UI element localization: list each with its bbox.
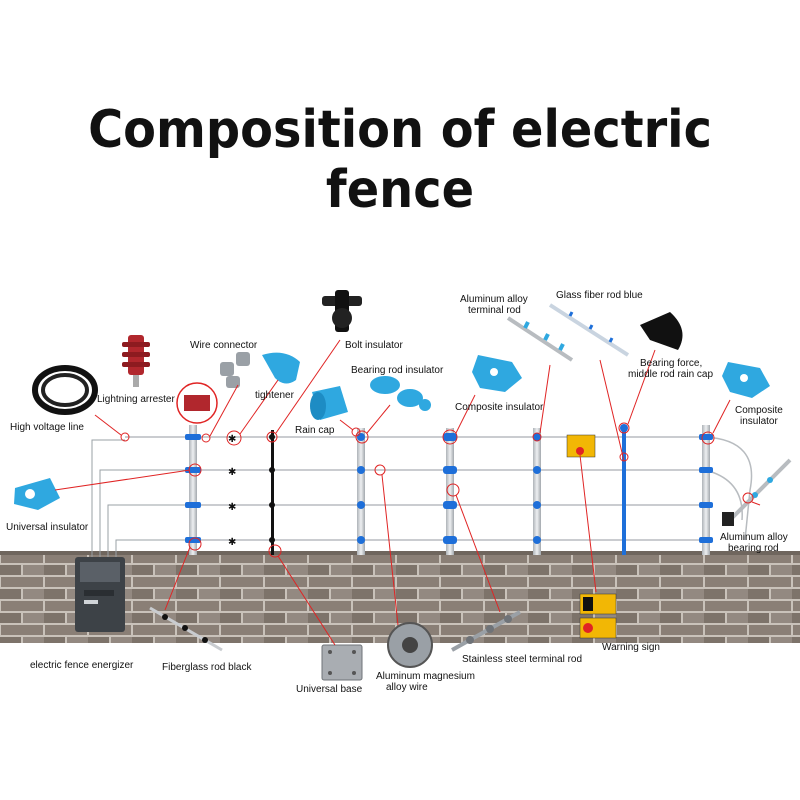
label-warning-sign: Warning sign [602,642,660,653]
rain-cap-part [310,386,348,420]
callouts [54,339,761,646]
rain-cap-black-part [640,312,683,350]
label-aluminum-terminal-rod-2: terminal rod [468,305,521,316]
aluminum-terminal-rod-part [506,316,574,362]
label-composite-right-1: Composite [735,405,783,416]
lightning-arrester-part [122,335,218,424]
label-bearing-force-1: Bearing force, [640,358,702,369]
universal-base-part [321,644,363,681]
high-voltage-line-coil [32,365,98,415]
composite-insulator-mid-part [472,355,522,392]
label-rain-cap: Rain cap [295,425,335,436]
svg-text:✱: ✱ [228,502,236,513]
label-aluminum-terminal-rod-1: Aluminum alloy [460,294,528,305]
label-glass-fiber-rod-blue: Glass fiber rod blue [556,290,643,301]
label-tightener: tightener [255,390,295,401]
label-bolt-insulator: Bolt insulator [345,340,403,351]
label-stainless-terminal-rod: Stainless steel terminal rod [462,654,582,665]
label-aluminum-bearing-rod-1: Aluminum alloy [720,532,788,543]
tightener-part [262,352,300,384]
wire-connector-part [220,352,250,388]
diagram-title: Composition of electric fence [88,100,712,220]
label-universal-base: Universal base [296,684,363,695]
bolt-insulator-part [322,290,362,332]
fence-poles [189,425,710,555]
label-aluminum-bearing-rod-2: bearing rod [728,543,779,554]
label-bearing-rod-insulator: Bearing rod insulator [351,365,444,376]
label-energizer: electric fence energizer [30,660,134,671]
fence-warning-sign [566,434,596,458]
label-high-voltage-line: High voltage line [10,422,84,433]
label-universal-insulator: Universal insulator [6,522,89,533]
alloy-wire-spool-part [387,622,433,668]
label-composite-right-2: insulator [740,416,778,427]
labels: High voltage line Lightning arrester Wir… [6,290,788,695]
composite-insulator-right-part [722,362,770,398]
fiberglass-rod-black-part [149,606,223,652]
svg-text:✱: ✱ [228,434,236,445]
aluminum-bearing-rod-part [722,458,792,526]
label-lightning-arrester: Lightning arrester [97,394,175,405]
svg-text:✱: ✱ [228,537,236,548]
label-wire-connector: Wire connector [190,340,258,351]
tightener-markers: ✱ ✱ ✱ ✱ [228,434,236,548]
label-fiberglass-rod-black: Fiberglass rod black [162,662,252,673]
energizer-device [75,439,185,632]
stainless-terminal-rod-part [451,610,521,652]
universal-insulator-part [14,478,60,510]
glass-fiber-rod-part [548,303,630,357]
warning-sign-plates [579,593,617,639]
wall-cap [0,551,800,555]
bearing-rod-insulator-part [370,376,431,411]
label-bearing-force-2: middle rod rain cap [628,369,713,380]
label-aluminum-magnesium-1: Aluminum magnesium [376,671,475,682]
label-aluminum-magnesium-2: alloy wire [386,682,428,693]
label-composite-insulator-mid: Composite insulator [455,402,544,413]
fence-wires [125,436,753,541]
svg-text:✱: ✱ [228,467,236,478]
